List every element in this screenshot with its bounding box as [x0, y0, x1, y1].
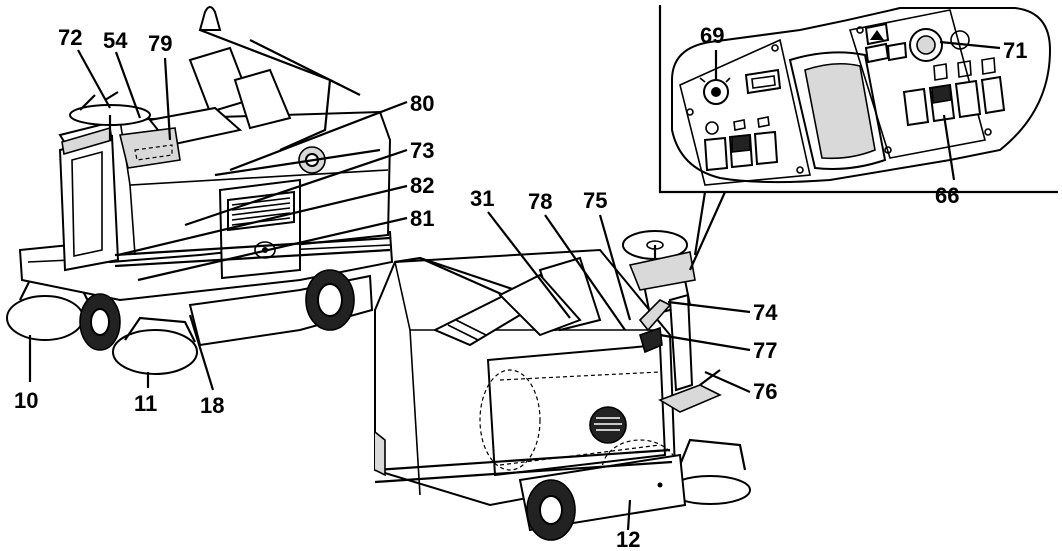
control-panel-inset: [658, 5, 1058, 271]
operator-seat-right: [498, 256, 602, 337]
leader-71: [939, 40, 1001, 50]
callout-71: 71: [1003, 38, 1027, 63]
callout-10: 10: [14, 388, 38, 413]
front-vent: [589, 406, 627, 444]
right-machine: [374, 230, 751, 541]
key-switch: [699, 77, 731, 105]
callout-labels: 72 54 79 80 73 82 81 10 11 18 31 78 75 7…: [14, 23, 1027, 551]
leader-54: [114, 51, 142, 119]
side-brush-right: [112, 329, 198, 375]
callout-82: 82: [410, 173, 434, 198]
callout-80: 80: [410, 91, 434, 116]
leader-77: [659, 333, 751, 352]
beacon-light: [198, 6, 222, 31]
pedal: [658, 384, 722, 413]
callout-54: 54: [103, 28, 128, 53]
leader-31: [487, 211, 571, 319]
callout-78: 78: [528, 189, 552, 214]
callout-69: 69: [700, 23, 724, 48]
vent-grille: [227, 190, 295, 232]
callout-31: 31: [470, 186, 494, 211]
leader-78: [544, 214, 626, 331]
callout-77: 77: [753, 338, 777, 363]
callout-79: 79: [148, 31, 172, 56]
leader-76: [704, 370, 751, 394]
leader-79: [163, 57, 172, 141]
right-switch-group: [902, 57, 1006, 127]
leader-72: [77, 49, 111, 109]
callout-75: 75: [583, 188, 607, 213]
callout-72: 72: [58, 25, 82, 50]
leader-80: [229, 100, 408, 172]
leader-81: [137, 216, 408, 282]
leader-12: [626, 499, 632, 531]
callout-81: 81: [410, 206, 434, 231]
emergency-button: [909, 28, 970, 62]
callout-12: 12: [616, 527, 640, 551]
leader-lines: [28, 40, 1001, 531]
operator-seat-left: [148, 46, 292, 147]
callout-73: 73: [410, 138, 434, 163]
steering-wheel-left: [69, 91, 151, 140]
callout-66: 66: [935, 183, 959, 208]
callout-76: 76: [753, 379, 777, 404]
callout-11: 11: [134, 391, 157, 416]
leader-82: [117, 184, 408, 257]
leader-74: [667, 300, 751, 314]
left-machine: [6, 6, 394, 375]
side-brush-left: [6, 295, 84, 341]
callout-74: 74: [753, 300, 778, 325]
leader-73: [184, 148, 408, 227]
leader-75: [598, 214, 632, 321]
leader-18: [188, 314, 215, 391]
left-switch-group: [703, 116, 779, 172]
callout-18: 18: [200, 393, 224, 418]
leader-66: [942, 114, 956, 181]
